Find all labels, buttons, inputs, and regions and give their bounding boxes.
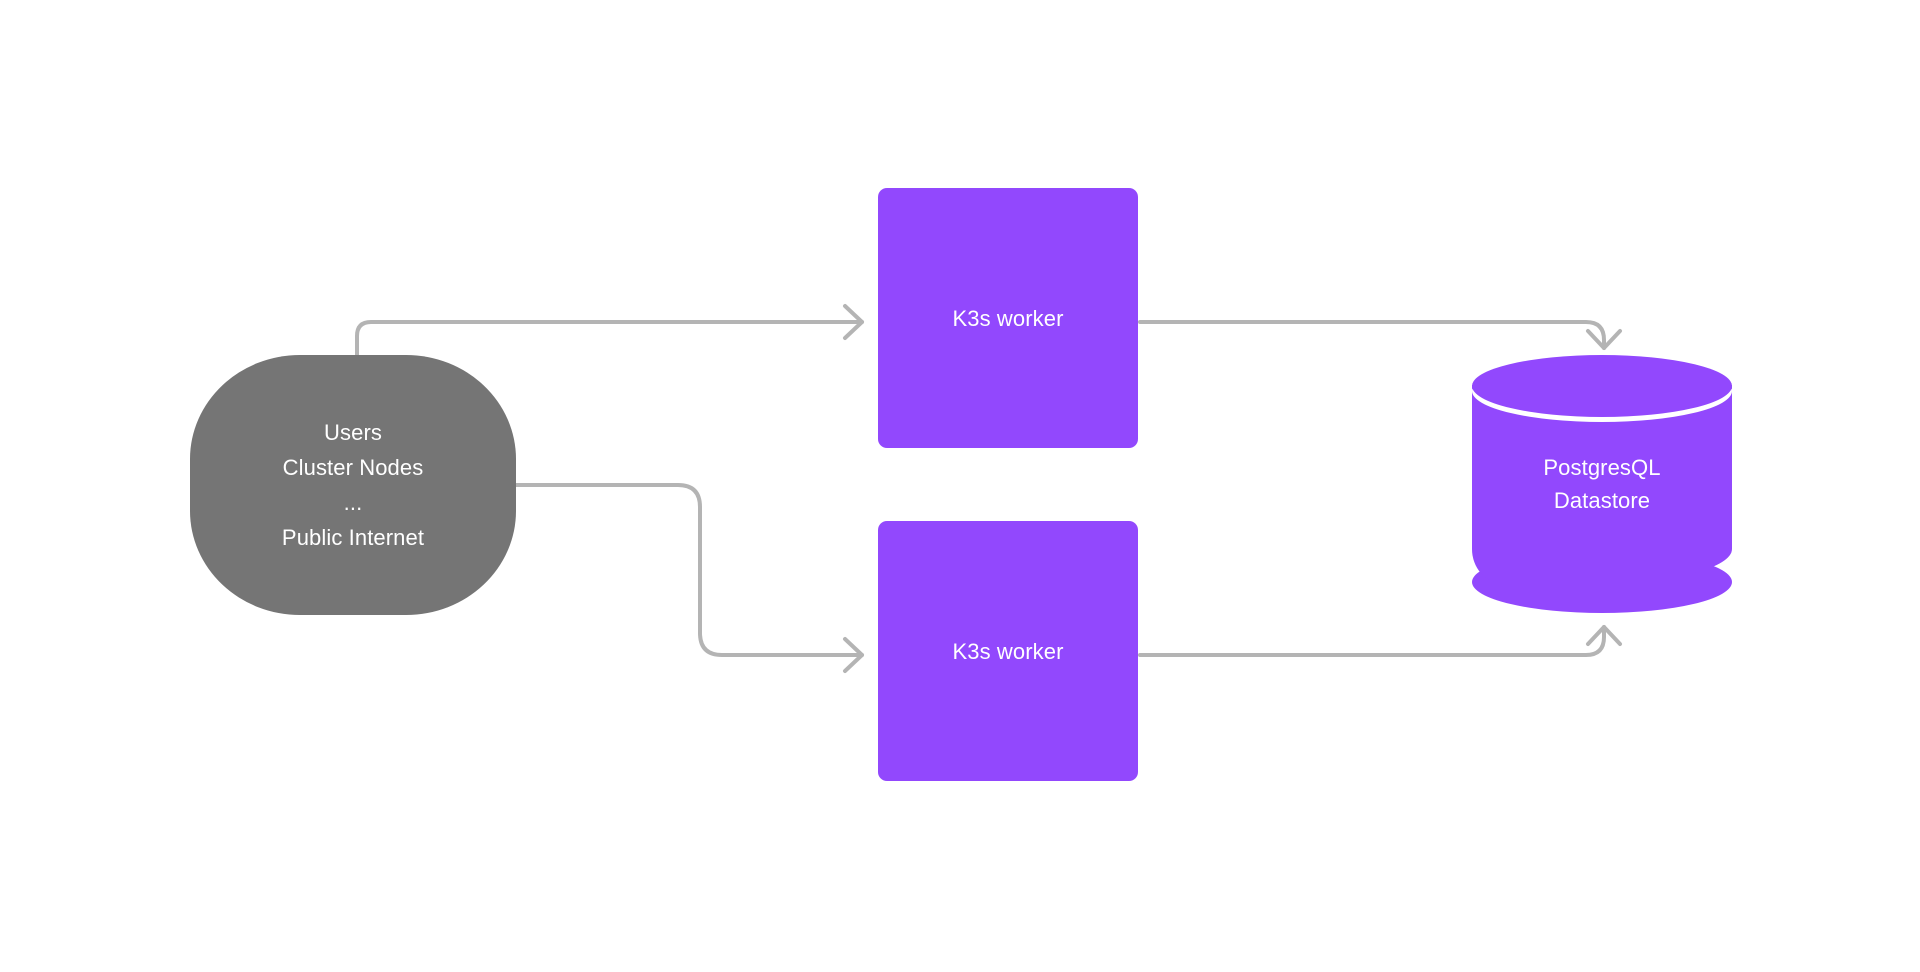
k3s-worker-bottom[interactable]: K3s worker [878,521,1138,781]
edge-users-to-worker-bottom [514,483,864,673]
users-node-label: Users Cluster Nodes ... Public Internet [281,420,425,550]
edge-worker-top-to-datastore-line [1138,320,1606,350]
edge-users-to-worker-top-arrowhead [843,304,864,340]
edge-worker-bottom-to-datastore-line [1138,625,1606,657]
edge-worker-top-to-datastore [1138,320,1622,350]
edge-worker-top-to-datastore-arrowhead [1586,329,1622,350]
edge-users-to-worker-bottom-arrowhead [843,637,864,673]
edge-worker-bottom-to-datastore-arrowhead [1586,625,1622,646]
edge-worker-bottom-to-datastore [1138,625,1622,657]
postgresql-datastore[interactable]: PostgresQL Datastore [1472,355,1732,613]
edge-users-to-worker-bottom-line [514,483,864,657]
users-node[interactable]: Users Cluster Nodes ... Public Internet [190,355,516,615]
k3s-worker-top[interactable]: K3s worker [878,188,1138,448]
cylinder-top-ellipse [1472,355,1732,417]
k3s-worker-top-label: K3s worker [952,305,1064,331]
postgresql-datastore-label-wrap: PostgresQL Datastore [1472,355,1732,613]
postgresql-datastore-label: PostgresQL Datastore [1543,455,1661,513]
edge-users-to-worker-top [355,304,864,357]
cylinder-shape [1472,355,1732,613]
edge-users-to-worker-top-line [355,320,864,357]
cylinder-body [1472,385,1732,583]
k3s-worker-bottom-label: K3s worker [952,638,1064,664]
